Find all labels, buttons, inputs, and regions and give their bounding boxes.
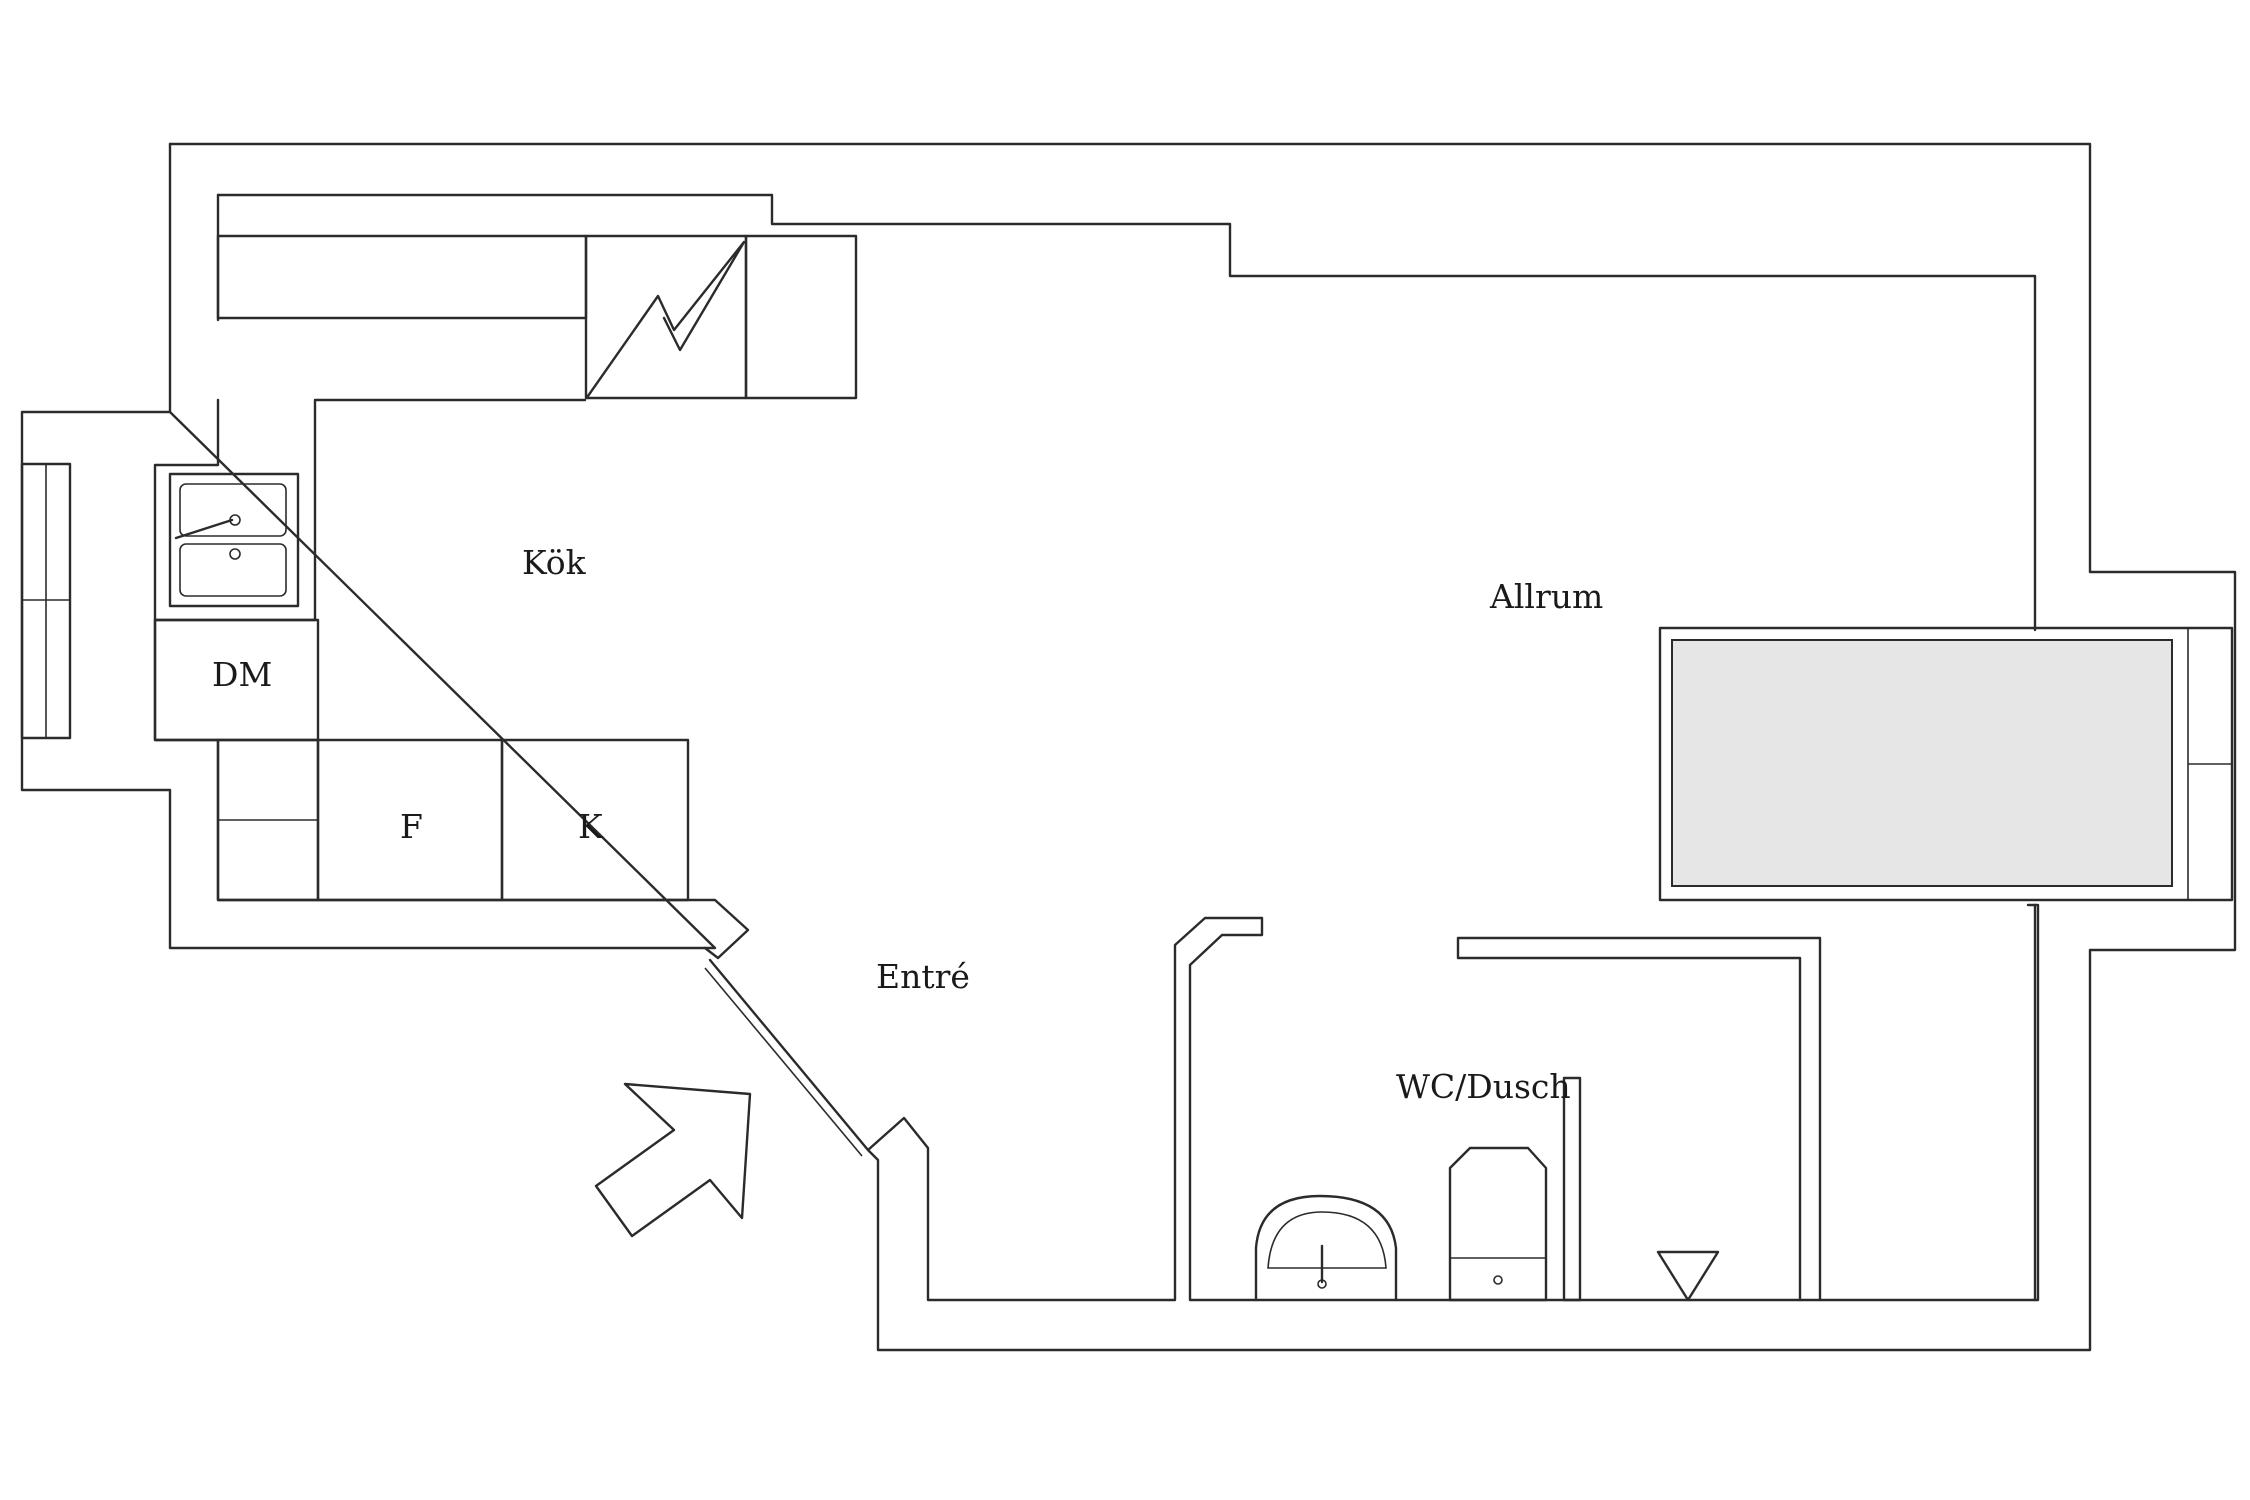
bathroom-sink-bowl — [1267, 1211, 1387, 1269]
sink-drain-icon — [229, 514, 241, 526]
room-label-entrance: Entré — [876, 957, 970, 996]
counter-cabinet-right — [744, 234, 858, 400]
shower-screen — [1562, 1076, 1582, 1302]
inner-wall-west — [153, 193, 750, 960]
outer-wall — [168, 142, 2237, 1352]
appliance-label-dishwasher: DM — [212, 655, 272, 694]
bathroom-sink — [1254, 1194, 1398, 1302]
entrance-arrow-icon — [594, 1082, 752, 1238]
fridge — [500, 738, 690, 902]
toilet — [1448, 1146, 1548, 1302]
sink-drain-2-icon — [229, 548, 241, 560]
entrance-door-leaf — [708, 958, 870, 1152]
sink-unit — [168, 472, 300, 608]
kitchen-inner-wall — [153, 398, 587, 622]
stove — [584, 234, 748, 400]
bathroom-faucet-knob-icon — [1317, 1279, 1327, 1289]
toilet-button-icon — [1493, 1275, 1503, 1285]
kitchen-counter-top — [216, 234, 588, 320]
appliance-label-freezer: F — [400, 807, 423, 846]
room-label-living-room: Allrum — [1489, 577, 1603, 616]
appliance-label-fridge: K — [578, 807, 604, 846]
room-label-kitchen: Kök — [522, 543, 587, 582]
sink-basin-top — [179, 483, 287, 537]
outer-wall-west — [20, 410, 717, 950]
bed — [1671, 639, 2173, 887]
sink-faucet-icon — [174, 518, 234, 540]
bathroom-wall-north — [1456, 936, 1822, 1302]
electrical-symbol-icon — [586, 240, 746, 398]
room-label-bathroom: WC/Dusch — [1396, 1067, 1571, 1106]
inner-wall — [216, 193, 2037, 632]
entrance-door-leaf-inner — [704, 967, 863, 1157]
floor-drain-icon — [1656, 1250, 1720, 1302]
sink-basin-bottom — [179, 543, 287, 597]
